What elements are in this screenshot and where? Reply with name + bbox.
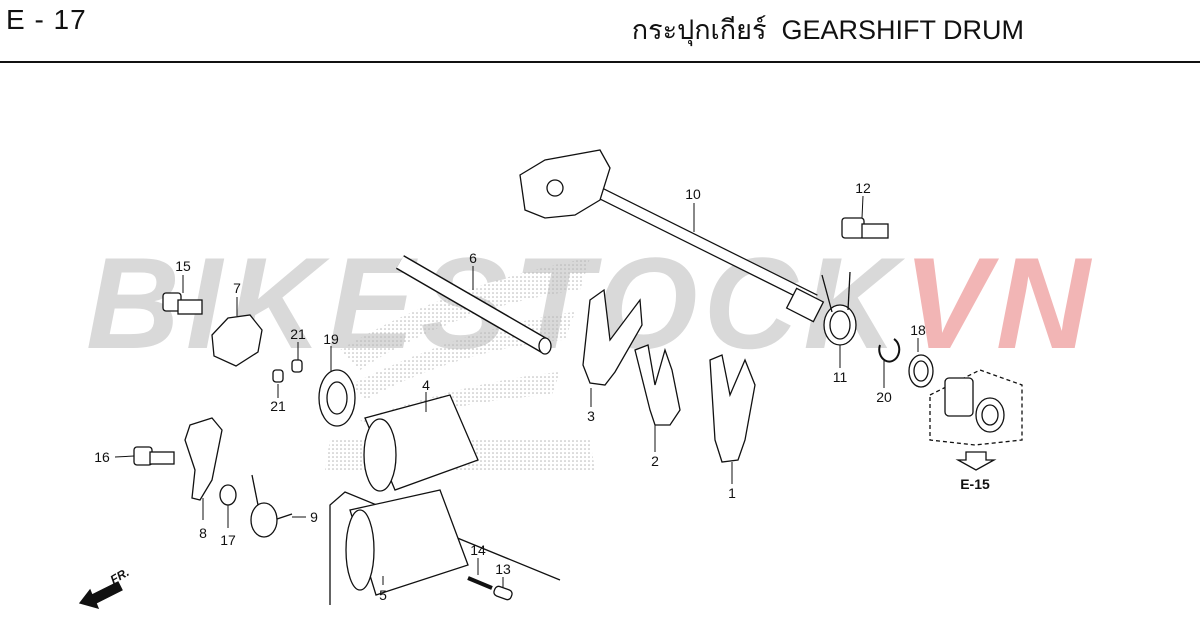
washer-17 bbox=[219, 484, 237, 506]
callout-2: 2 bbox=[651, 453, 659, 469]
bolt-16 bbox=[133, 446, 175, 466]
callout-10: 10 bbox=[685, 186, 701, 202]
drum-detail-box bbox=[329, 489, 561, 605]
gearshift-drum bbox=[363, 394, 479, 492]
callout-9: 9 bbox=[310, 509, 318, 525]
title-en: GEARSHIFT DRUM bbox=[781, 15, 1024, 45]
stopper-arm bbox=[184, 417, 223, 501]
callout-7: 7 bbox=[233, 280, 241, 296]
shift-fork-3 bbox=[582, 288, 643, 386]
neutral-switch-pin bbox=[493, 585, 513, 601]
callout-18: 18 bbox=[910, 322, 926, 338]
callout-16: 16 bbox=[94, 449, 110, 465]
stopper-arm-spring bbox=[250, 474, 293, 538]
callout-8: 8 bbox=[199, 525, 207, 541]
callout-20: 20 bbox=[876, 389, 892, 405]
callout-21a: 21 bbox=[290, 326, 306, 342]
callout-17: 17 bbox=[220, 532, 236, 548]
drum-bearing bbox=[318, 369, 356, 427]
shift-shaft bbox=[519, 149, 825, 323]
callout-6: 6 bbox=[469, 250, 477, 266]
callout-11: 11 bbox=[832, 369, 848, 385]
circlip bbox=[878, 338, 901, 363]
dowel-pin-21b bbox=[272, 369, 284, 383]
reference-e15[interactable]: E-15 bbox=[960, 476, 990, 492]
callout-4: 4 bbox=[422, 377, 430, 393]
page-code: E - 17 bbox=[6, 4, 87, 35]
neutral-spring bbox=[467, 576, 493, 590]
thrust-washer bbox=[908, 354, 934, 388]
title-thai: กระปุกเกียร์ bbox=[631, 15, 767, 45]
callout-15: 15 bbox=[175, 258, 191, 274]
stopper-bolt bbox=[841, 217, 889, 239]
watermark-part2: VN bbox=[903, 230, 1096, 376]
callout-14: 14 bbox=[470, 542, 486, 558]
callout-21b: 21 bbox=[270, 398, 286, 414]
bearing-assembly-reference bbox=[929, 369, 1023, 471]
page-title: กระปุกเกียร์ GEARSHIFT DRUM bbox=[632, 8, 1024, 51]
bolt-15 bbox=[162, 292, 203, 315]
shift-fork-2 bbox=[634, 344, 681, 426]
callout-19: 19 bbox=[323, 331, 339, 347]
guide-shaft bbox=[395, 255, 552, 355]
shift-fork-1 bbox=[709, 354, 756, 463]
leader-lines bbox=[114, 195, 919, 588]
callout-13: 13 bbox=[495, 561, 511, 577]
drum-stopper-plate bbox=[211, 314, 263, 367]
callout-12: 12 bbox=[855, 180, 871, 196]
front-direction-arrow bbox=[78, 581, 123, 609]
callout-1: 1 bbox=[728, 485, 736, 501]
callout-3: 3 bbox=[587, 408, 595, 424]
callout-5: 5 bbox=[379, 587, 387, 603]
return-spring bbox=[821, 271, 857, 346]
dowel-pin-21a bbox=[291, 359, 303, 373]
header-divider bbox=[0, 61, 1200, 63]
